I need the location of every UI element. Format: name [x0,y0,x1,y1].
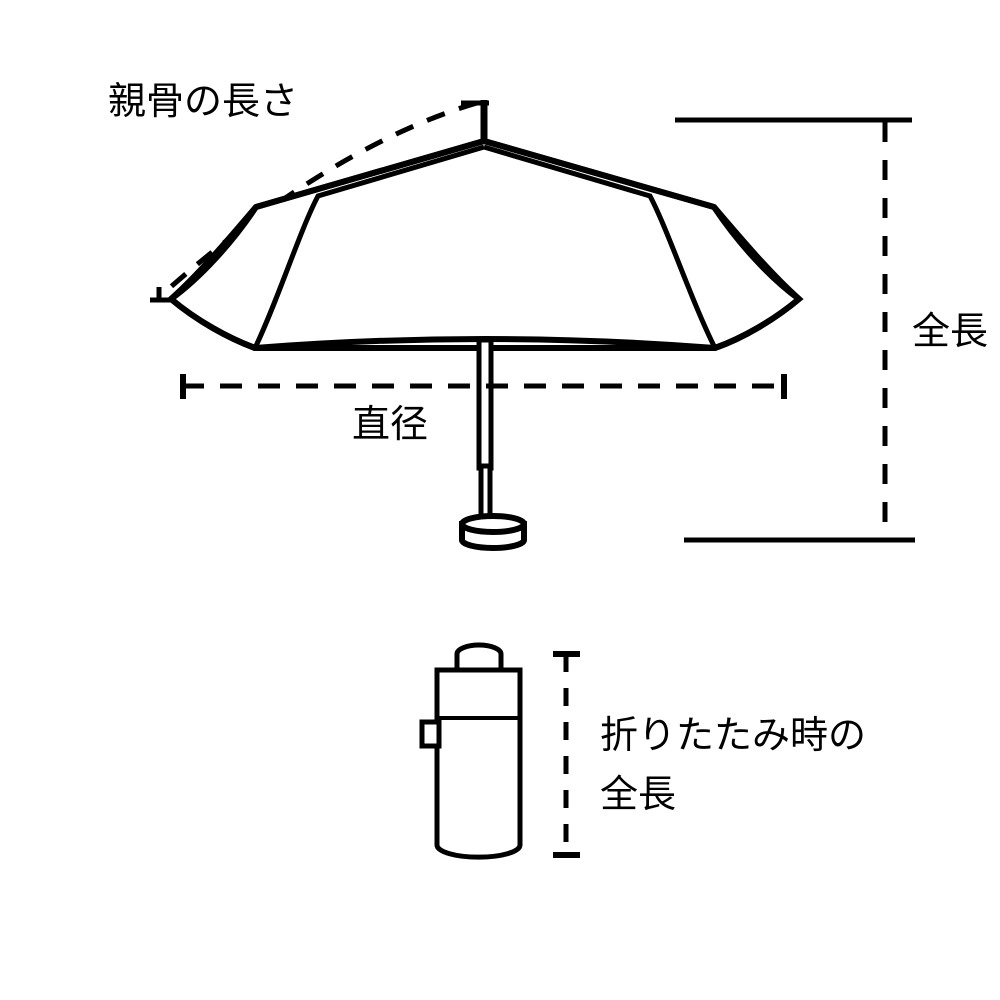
folded-top-knob [454,642,504,675]
label-rib-length: 親骨の長さ [108,81,298,123]
open-umbrella-view [166,100,804,551]
rib-length-arc [163,100,478,294]
label-diameter: 直径 [352,404,428,446]
label-folded-length-line2: 全長 [600,774,676,816]
diameter-dimension [180,374,787,399]
label-folded-length-line1: 折りたたみ時の [600,715,866,757]
canopy-rib-right-outer-top [483,138,715,210]
folded-umbrella-view [419,642,523,860]
canopy-seam-left-inner [252,144,485,350]
folded-case-side-tab [419,719,442,749]
handle-top-ellipse [459,513,527,535]
total-length-dimension [675,117,915,543]
canopy-gore-right-outer [711,205,801,302]
canopy-hem-left-outer [169,296,257,351]
canopy-gore-left-outer [169,205,259,302]
folded-case-body [434,667,523,860]
umbrella-handle [459,513,527,551]
canopy-rib-left-outer-top [255,138,485,210]
canopy-hem-right-outer [713,296,801,351]
umbrella-shaft-upper [476,337,494,471]
label-total-length: 全長 [912,311,988,353]
folded-length-dimension [553,651,580,858]
canopy-seam-right-inner [483,144,718,350]
